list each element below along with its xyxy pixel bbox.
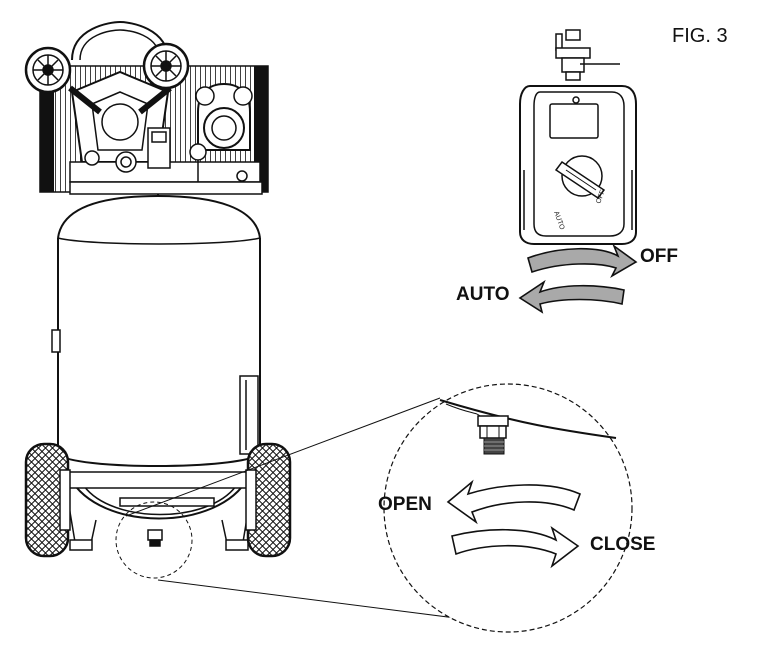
off-arrow-icon <box>527 243 638 279</box>
air-filter-right <box>142 42 190 90</box>
safety-valve <box>189 143 207 161</box>
switch-screw <box>572 96 580 104</box>
knob-position-off: OFF <box>595 189 606 205</box>
tank-side-bracket <box>51 329 61 353</box>
tank-top-dome <box>57 194 261 239</box>
switch-fitting <box>555 47 591 59</box>
wheel-left <box>24 442 71 558</box>
pressure-regulator <box>147 127 171 169</box>
outlet-pressure-gauge <box>115 151 137 173</box>
switch-label-area <box>549 103 599 139</box>
drain-valve-small <box>147 529 163 541</box>
tank-bottom-surface <box>439 399 617 439</box>
wheel-right <box>245 442 292 558</box>
figure-label: FIG. 3 <box>672 25 728 47</box>
air-compressor <box>24 20 292 558</box>
close-arrow-icon <box>451 525 580 569</box>
drain-valve[interactable] <box>477 415 509 455</box>
tank-label-plate <box>239 375 259 455</box>
open-label: OPEN <box>378 494 432 515</box>
tank-pressure-gauge <box>84 150 100 166</box>
motor-pulley <box>195 82 253 151</box>
drain-valve-magnified-view <box>383 383 633 633</box>
switch-knob[interactable] <box>554 155 606 200</box>
base-frame <box>63 471 255 489</box>
quick-coupler <box>236 170 248 182</box>
close-label: CLOSE <box>590 534 655 555</box>
open-arrow-icon <box>446 479 582 525</box>
off-label: OFF <box>640 246 678 267</box>
drain-highlight-circle <box>115 501 193 579</box>
callout-line-top <box>125 397 441 517</box>
auto-arrow-icon <box>518 279 625 314</box>
pressure-switch <box>519 29 637 245</box>
air-filter-left <box>24 46 72 94</box>
magnified-circle <box>383 383 633 633</box>
auto-label: AUTO <box>456 284 509 305</box>
compressor-handle <box>71 20 169 61</box>
